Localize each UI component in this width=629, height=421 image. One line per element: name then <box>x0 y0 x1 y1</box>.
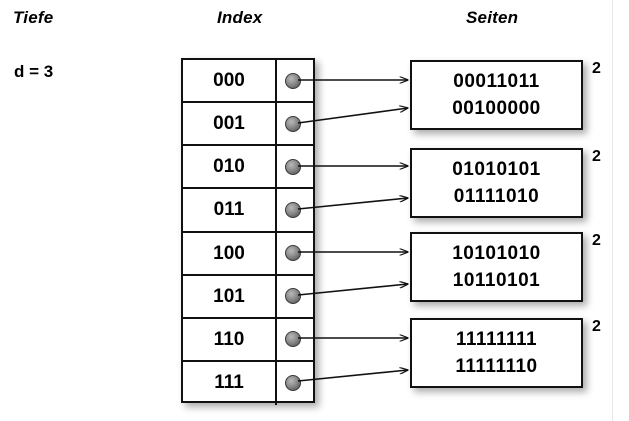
index-row[interactable]: 111 <box>183 361 313 405</box>
column-heading-pages: Seiten <box>466 8 519 27</box>
page-box[interactable]: 11111111 11111110 <box>410 318 583 388</box>
index-pointer-cell[interactable] <box>277 276 313 317</box>
index-key: 101 <box>183 275 277 317</box>
index-row[interactable]: 101 <box>183 275 313 319</box>
page-count-label: 2 <box>592 232 601 249</box>
bullet-icon <box>285 158 301 175</box>
index-row[interactable]: 000 <box>183 60 313 104</box>
index-row[interactable]: 100 <box>183 232 313 276</box>
page-record: 11111110 <box>455 356 538 377</box>
page-record: 10101010 <box>452 243 541 264</box>
page-record: 00100000 <box>452 98 541 119</box>
index-pointer-cell[interactable] <box>277 146 313 187</box>
index-pointer-cell[interactable] <box>277 189 313 230</box>
page-count-label: 2 <box>592 318 601 335</box>
page-box[interactable]: 00011011 00100000 <box>410 60 583 130</box>
depth-value-label: d = 3 <box>14 62 54 81</box>
index-row[interactable]: 110 <box>183 318 313 362</box>
index-table: 000 001 010 011 100 <box>181 58 315 405</box>
column-heading-depth: Tiefe <box>13 8 54 27</box>
bullet-icon <box>285 331 301 348</box>
index-row[interactable]: 011 <box>183 189 313 233</box>
index-pointer-cell[interactable] <box>277 362 313 405</box>
bullet-icon <box>285 375 301 392</box>
page-record: 01111010 <box>453 186 540 207</box>
page-record: 11111111 <box>455 329 538 350</box>
index-pointer-cell[interactable] <box>277 60 313 101</box>
page-count-label: 2 <box>592 148 601 165</box>
index-key: 111 <box>183 361 277 405</box>
index-key: 010 <box>183 146 277 188</box>
index-key: 000 <box>183 60 277 102</box>
column-heading-index: Index <box>217 8 263 27</box>
index-pointer-cell[interactable] <box>277 319 313 360</box>
index-key: 011 <box>183 189 277 231</box>
bullet-icon <box>285 72 301 89</box>
index-key: 100 <box>183 232 277 274</box>
page-box[interactable]: 01010101 01111010 <box>410 148 583 218</box>
slide-right-edge <box>612 0 613 421</box>
bullet-icon <box>285 288 301 305</box>
bullet-icon <box>285 115 301 132</box>
index-key: 001 <box>183 103 277 145</box>
page-record: 00011011 <box>453 71 540 92</box>
index-pointer-cell[interactable] <box>277 233 313 274</box>
bullet-icon <box>285 201 301 218</box>
index-pointer-cell[interactable] <box>277 103 313 144</box>
page-record: 10110101 <box>452 270 541 291</box>
page-box[interactable]: 10101010 10110101 <box>410 232 583 302</box>
page-record: 01010101 <box>452 159 541 180</box>
index-row[interactable]: 001 <box>183 103 313 147</box>
page-count-label: 2 <box>592 60 601 77</box>
index-key: 110 <box>183 318 277 360</box>
bullet-icon <box>285 245 301 262</box>
index-row[interactable]: 010 <box>183 146 313 190</box>
